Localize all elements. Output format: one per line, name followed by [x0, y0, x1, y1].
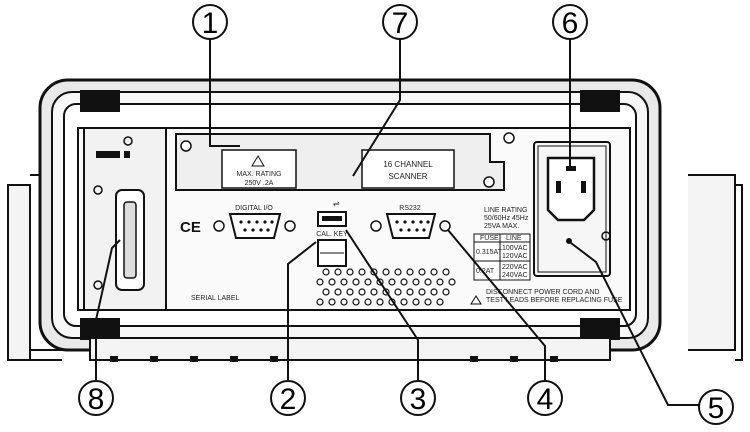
scanner-slot: MAX. RATING 250V .2A 16 CHANNEL SCANNER	[175, 132, 515, 191]
scanner-label-line1: 16 CHANNEL	[383, 160, 433, 169]
warning-text-line1: DISCONNECT POWER CORD AND	[486, 289, 599, 296]
usb-port[interactable]: ⇌	[317, 199, 347, 227]
leader-5	[570, 242, 716, 406]
fuse-row2-volt-a: 220VAC	[502, 264, 528, 271]
callout-1: 1	[192, 4, 228, 40]
callout-number-1: 1	[202, 7, 219, 40]
leader-1	[209, 38, 240, 147]
usb-symbol-icon: ⇌	[333, 199, 340, 208]
callout-7: 7	[382, 4, 418, 40]
warning-text-line2: TEST LEADS BEFORE REPLACING FUSE	[486, 297, 623, 304]
callout-number-4: 4	[537, 383, 554, 416]
callout-number-2: 2	[280, 383, 297, 416]
cal-key[interactable]: CAL. KEY	[316, 231, 348, 267]
leader-8	[95, 239, 121, 380]
callout-number-7: 7	[392, 7, 409, 40]
callout-2: 2	[270, 380, 306, 416]
callout-3: 3	[400, 380, 436, 416]
ce-mark: CE	[180, 219, 201, 236]
fuse-header: FUSE	[480, 235, 499, 242]
rs232-label: RS232	[399, 205, 421, 212]
serial-label: SERIAL LABEL	[191, 295, 239, 302]
callout-5: 5	[698, 389, 734, 425]
digital-io-label: DIGITAL I/O	[235, 205, 273, 212]
fuse-row2-volt-b: 240VAC	[502, 272, 528, 279]
callout-number-8: 8	[88, 383, 105, 416]
ac-power-socket[interactable]	[546, 156, 596, 222]
max-rating-label: MAX. RATING	[237, 171, 282, 178]
scanner-label-line2: SCANNER	[388, 172, 427, 181]
warning-icon	[470, 295, 482, 305]
callout-number-5: 5	[708, 392, 725, 425]
callout-4: 4	[527, 380, 563, 416]
ac-socket-module	[533, 141, 611, 277]
fuse-row2-rating: 0.2AT	[476, 268, 495, 275]
line-header: LINE	[506, 235, 522, 242]
line-rating-frequency: 50/60Hz 45Hz	[484, 215, 529, 222]
max-rating-value: 250V .2A	[245, 180, 274, 187]
leader-4	[447, 229, 546, 380]
callout-6: 6	[552, 4, 588, 40]
leader-3	[345, 229, 419, 380]
fuse-row1-rating: 0.315AT	[476, 249, 503, 256]
right-handle	[688, 174, 743, 361]
gpib-module	[83, 127, 167, 311]
fuse-row1-volt-a: 100VAC	[502, 245, 528, 252]
rs232-port[interactable]: RS232	[370, 205, 451, 239]
leader-2	[287, 241, 317, 380]
fuse-holder[interactable]	[566, 238, 572, 244]
vent-grille	[316, 268, 456, 306]
callout-8: 8	[78, 380, 114, 416]
fuse-row1-volt-b: 120VAC	[502, 253, 528, 260]
leader-lines	[95, 38, 716, 406]
cal-key-label: CAL. KEY	[316, 231, 348, 238]
callout-number-6: 6	[562, 7, 579, 40]
line-rating-power: 25VA MAX.	[484, 223, 519, 230]
line-rating-title: LINE RATING	[484, 207, 527, 214]
callout-number-3: 3	[410, 383, 427, 416]
leader-7	[352, 38, 401, 177]
digital-io-port[interactable]: DIGITAL I/O	[213, 205, 296, 239]
